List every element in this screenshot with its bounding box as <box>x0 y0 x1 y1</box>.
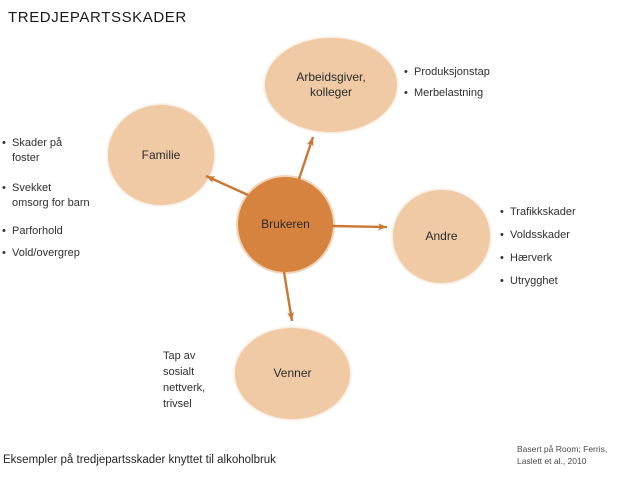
arrow-center-to-familie <box>205 174 249 197</box>
node-andre-label: Andre <box>425 229 458 243</box>
node-familie: Familie <box>108 105 214 205</box>
slide-caption: Eksempler på tredjepartsskader knyttet t… <box>3 454 276 466</box>
note-text: Vold/overgrep <box>12 247 80 259</box>
list-item: • Skader på foster <box>2 136 120 166</box>
node-venner-label: Venner <box>273 366 312 380</box>
slide-title: TREDJEPARTSSKADER <box>8 9 187 26</box>
note-text: Skader på foster <box>12 137 63 164</box>
note-text: Voldsskader <box>510 229 570 241</box>
note-text: Svekket omsorg for barn <box>12 182 90 209</box>
bullet-icon: • <box>404 66 408 78</box>
note-text: Utrygghet <box>510 275 558 287</box>
bullet-icon: • <box>500 229 504 241</box>
list-item: • Trafikkskader <box>500 205 576 220</box>
arrow-center-to-andre <box>331 223 388 231</box>
list-item: • Vold/overgrep <box>2 246 120 261</box>
list-item: • Produksjonstap <box>404 65 490 80</box>
bullet-icon: • <box>2 225 6 237</box>
note-text: Produksjonstap <box>414 66 490 78</box>
list-item: • Merbelastning <box>404 86 490 101</box>
node-arbeidsgiver: Arbeidsgiver, kolleger <box>265 38 397 132</box>
bullet-icon: • <box>500 252 504 264</box>
list-item: • Parforhold <box>2 224 120 239</box>
arrow-center-to-arbeidsgiver <box>297 136 315 180</box>
bullet-icon: • <box>500 275 504 287</box>
node-venner: Venner <box>235 328 350 419</box>
bullet-icon: • <box>500 206 504 218</box>
bullet-icon: • <box>2 137 6 149</box>
note-text: Parforhold <box>12 225 63 237</box>
arrow-center-to-venner <box>282 271 295 322</box>
bullet-icon: • <box>2 247 6 259</box>
node-familie-label: Familie <box>141 147 181 162</box>
list-item: • Svekket omsorg for barn <box>2 181 120 211</box>
note-text: Hærverk <box>510 252 553 264</box>
arbeidsgiver-notes: • Produksjonstap • Merbelastning <box>404 65 490 107</box>
note-text: Trafikkskader <box>510 206 576 218</box>
venner-notes: Tap av sosialt nettverk, trivsel <box>163 350 206 410</box>
list-item: • Voldsskader <box>500 228 576 243</box>
list-item: • Hærverk <box>500 251 576 266</box>
node-brukeren: Brukeren <box>238 177 333 272</box>
node-brukeren-label: Brukeren <box>261 217 310 231</box>
note-text: Merbelastning <box>414 87 484 99</box>
list-item: • Utrygghet <box>500 274 576 289</box>
andre-notes: • Trafikkskader • Voldsskader • Hærverk … <box>500 205 576 297</box>
source-citation: Basert på Room; Ferris, Laslett et al., … <box>517 444 608 466</box>
bullet-icon: • <box>404 87 408 99</box>
bullet-icon: • <box>2 182 6 194</box>
familie-notes: • Skader på foster • Svekket omsorg for … <box>2 136 120 261</box>
node-arbeidsgiver-label: Arbeidsgiver, kolleger <box>296 70 366 99</box>
node-andre: Andre <box>393 190 490 283</box>
